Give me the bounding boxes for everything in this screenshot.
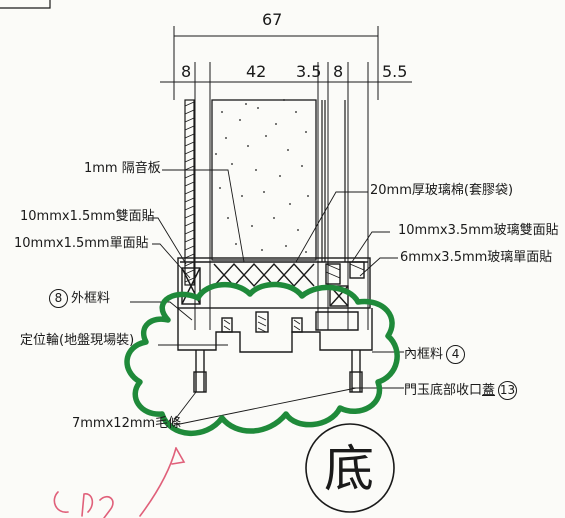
bottom-profile-text: 門玉底部收口 <box>404 383 483 398</box>
left-sound-board <box>184 99 195 286</box>
border-fragment <box>0 0 51 9</box>
handwritten-marks <box>53 447 186 518</box>
stamp-character: 底 <box>324 440 374 498</box>
dim-d2: 42 <box>246 62 267 81</box>
glass-wool-dots <box>215 99 309 253</box>
dim-total: 67 <box>262 10 283 29</box>
label-sound-board: 1mm 隔音板 <box>84 161 161 176</box>
right-glass-pane <box>321 100 346 262</box>
outer-frame-number: 8 <box>49 289 68 308</box>
stamp-circle <box>305 423 395 513</box>
dim-d1: 8 <box>181 62 192 81</box>
bottom-frame <box>177 257 373 393</box>
dim-d4: 8 <box>333 62 344 81</box>
label-single-tape-left: 10mmx1.5mm單面貼 <box>14 236 149 251</box>
hatch-details <box>223 263 365 333</box>
dim-d3: 3.5 <box>296 62 322 81</box>
label-double-tape-left: 10mmx1.5mm雙面貼 <box>20 209 155 224</box>
inner-frame-number: 4 <box>446 345 466 364</box>
inner-frame-text: 內框料 <box>404 347 444 362</box>
outer-frame-text: 外框料 <box>71 291 111 306</box>
label-single-tape-right: 6mmx3.5mm玻璃單面貼 <box>400 250 553 265</box>
dim-d5: 5.5 <box>382 62 408 81</box>
bottom-profile-underlined: 蓋 <box>482 383 496 398</box>
glass-wool-panel <box>211 99 317 261</box>
label-double-tape-right: 10mmx3.5mm玻璃雙面貼 <box>398 223 559 238</box>
label-wheel: 定位輪(地盤現場裝) <box>20 333 135 348</box>
leader-lines <box>130 169 404 427</box>
label-brush: 7mmx12mm毛條 <box>72 416 182 431</box>
bottom-profile-number: 13 <box>498 381 518 400</box>
revision-cloud <box>124 281 400 436</box>
label-glass-wool: 20mm厚玻璃棉(套膠袋) <box>370 183 514 198</box>
